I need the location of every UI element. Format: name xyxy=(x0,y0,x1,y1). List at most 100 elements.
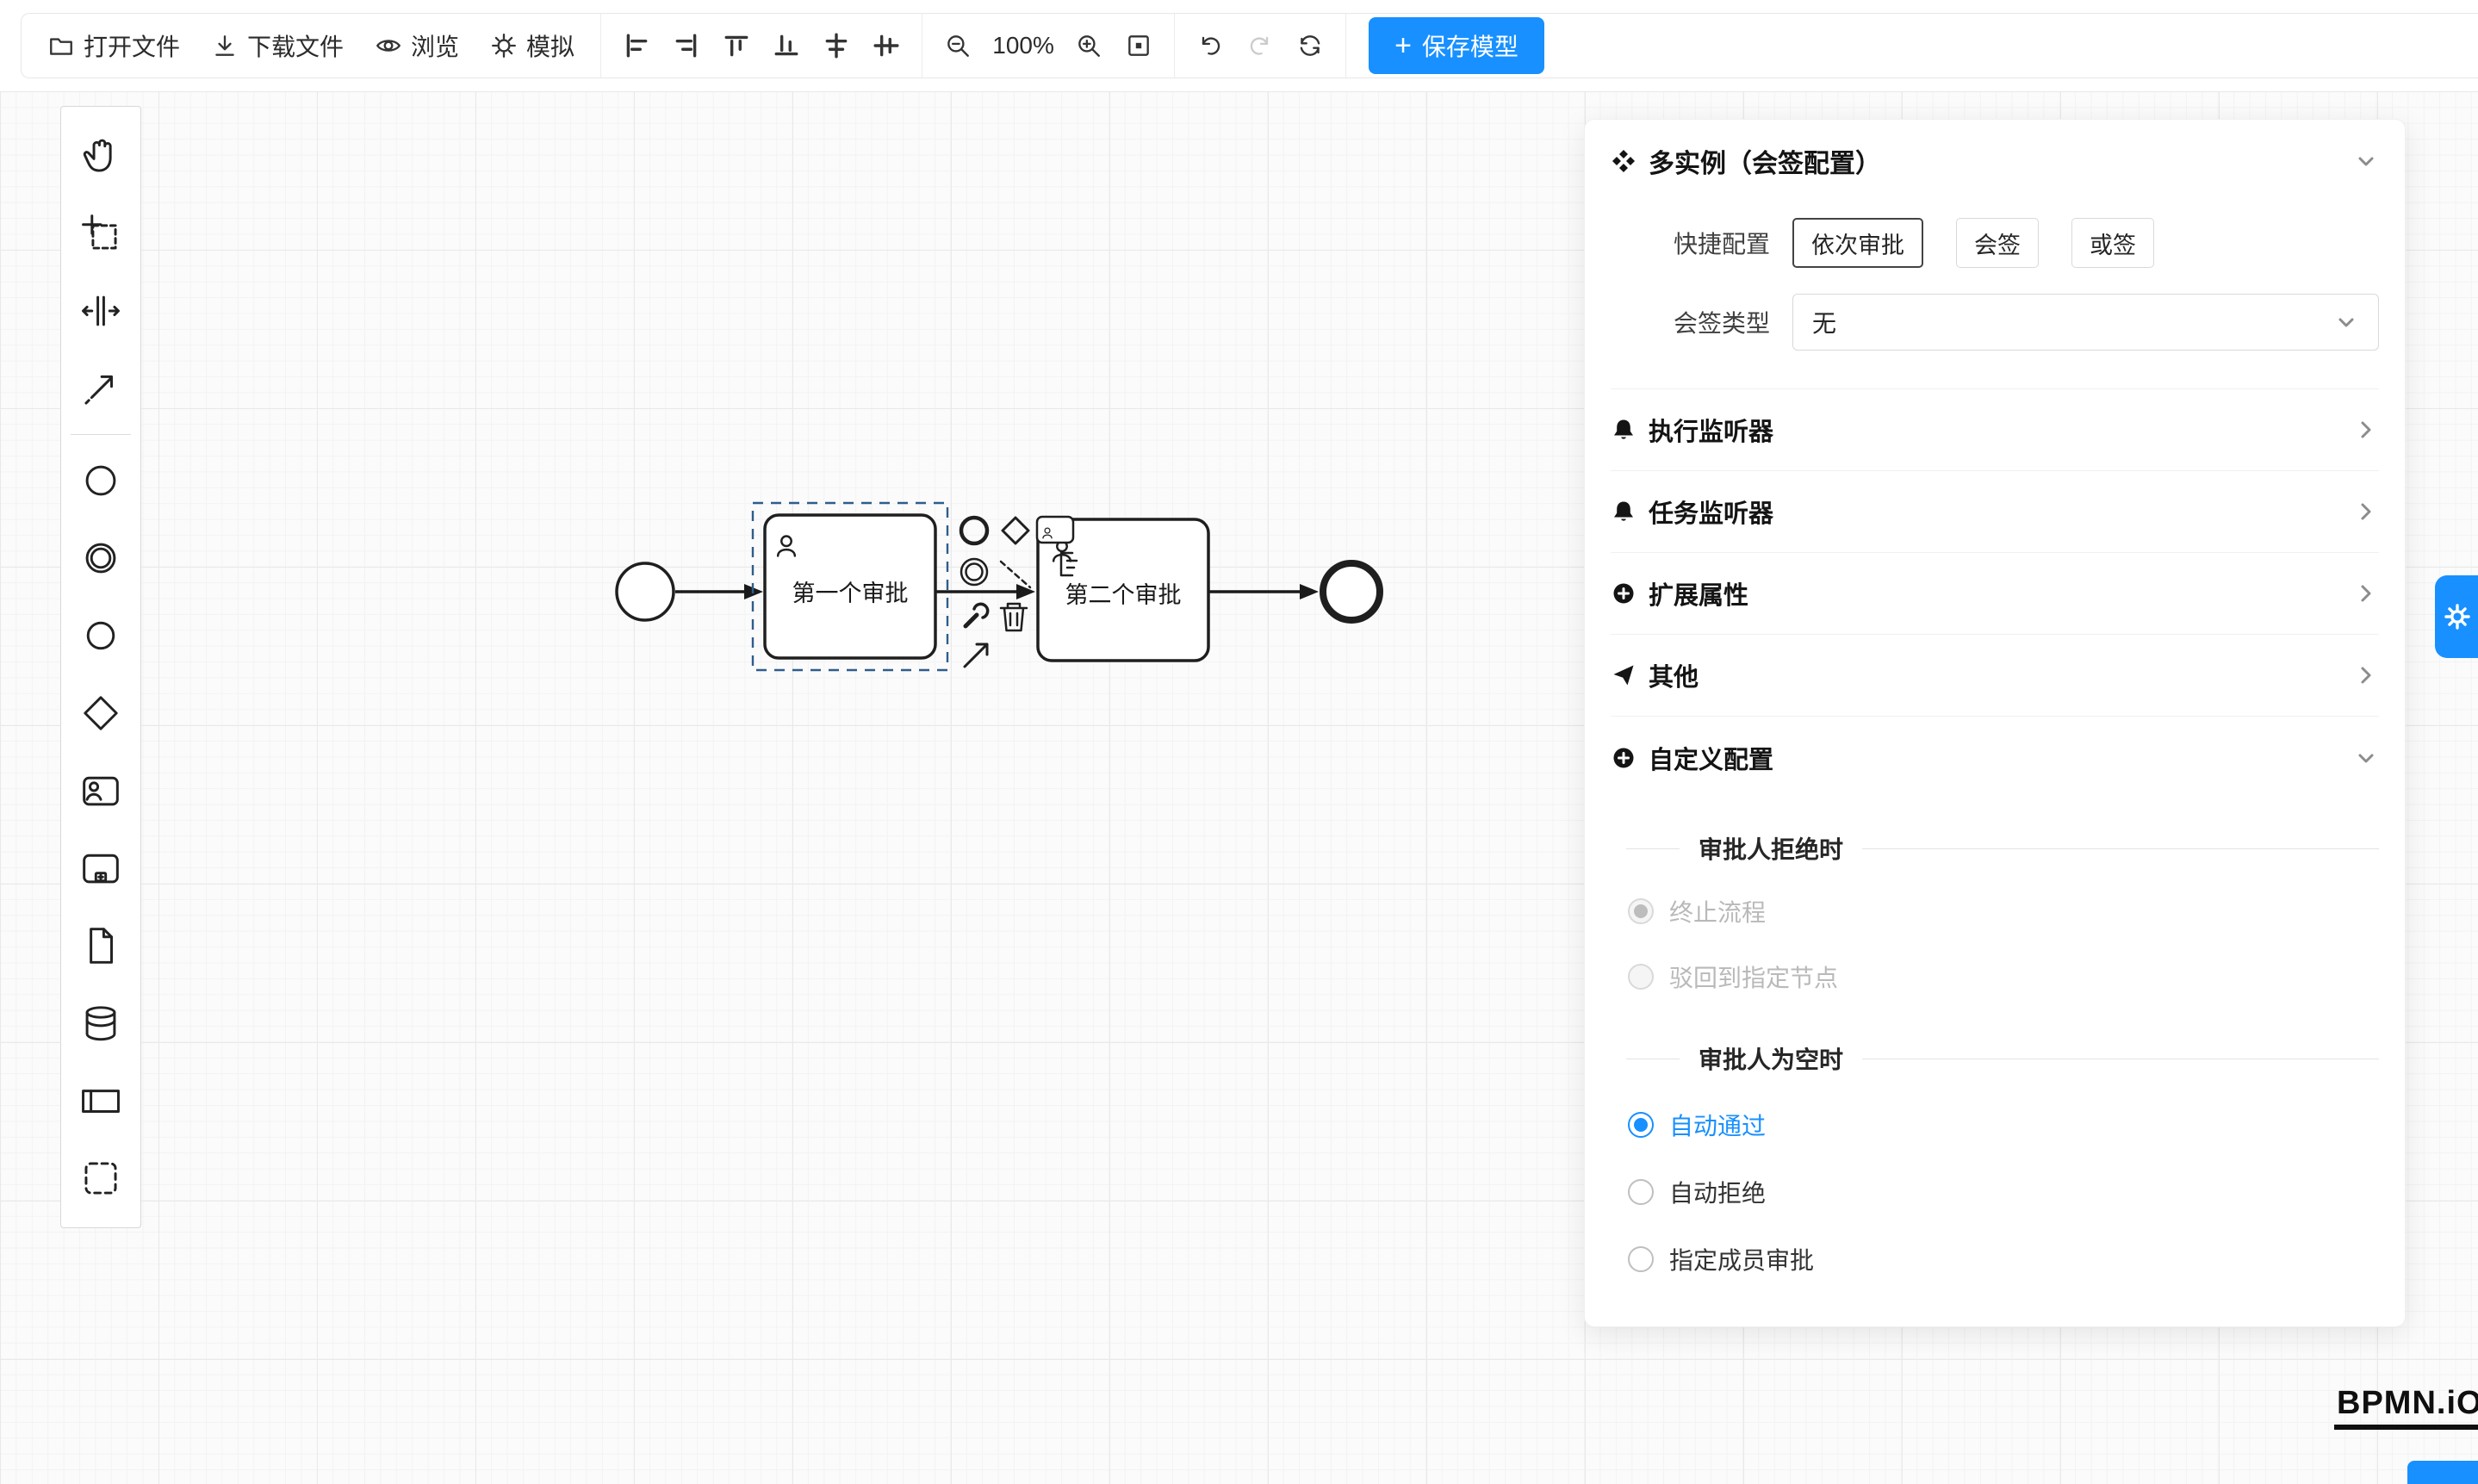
radio-assign-member[interactable]: 指定成员审批 xyxy=(1628,1233,2379,1286)
radio-label: 自动拒绝 xyxy=(1669,1180,1767,1207)
hand-tool[interactable] xyxy=(60,117,141,195)
user-task-1[interactable]: 第一个审批 xyxy=(763,513,937,660)
section-label: 执行监听器 xyxy=(1649,419,1774,446)
create-user-task[interactable] xyxy=(60,752,141,829)
folder-icon xyxy=(50,38,72,55)
settings-tab[interactable] xyxy=(2435,575,2478,658)
radio-terminate-process[interactable]: 终止流程 xyxy=(1628,885,2379,938)
subprocess-icon xyxy=(83,854,119,884)
connect-dashed-icon[interactable] xyxy=(999,560,1032,589)
radio-circle xyxy=(1628,1179,1654,1205)
bpmn-io-watermark[interactable]: BPMN.iO xyxy=(2334,1385,2478,1430)
sequence-flow-2[interactable] xyxy=(935,584,1035,599)
download-icon xyxy=(215,35,234,56)
preview-label: 浏览 xyxy=(411,34,460,60)
align-center-button[interactable] xyxy=(811,18,861,73)
chevron-down-icon xyxy=(2338,318,2354,327)
create-subprocess[interactable] xyxy=(60,829,141,907)
sequence-flow-1[interactable] xyxy=(675,584,763,599)
open-file-button[interactable]: 打开文件 xyxy=(32,18,196,73)
gear-icon xyxy=(492,34,517,58)
zoom-out-button[interactable] xyxy=(933,18,983,73)
task1-label: 第一个审批 xyxy=(792,581,909,606)
redo-icon xyxy=(1250,36,1269,55)
user-task-2[interactable]: 第二个审批 xyxy=(1036,518,1210,662)
create-intermediate-event[interactable] xyxy=(60,519,141,597)
align-left-button[interactable] xyxy=(612,18,661,73)
fit-viewport-button[interactable] xyxy=(1114,18,1164,73)
simulate-button[interactable]: 模拟 xyxy=(475,18,590,73)
append-task-icon[interactable] xyxy=(1035,515,1075,544)
zoom-in-icon xyxy=(1078,35,1100,57)
create-end-event[interactable] xyxy=(60,597,141,674)
gateway-icon xyxy=(84,696,118,730)
trash-icon[interactable] xyxy=(999,602,1028,632)
wrench-icon[interactable] xyxy=(963,602,990,629)
task2-label: 第二个审批 xyxy=(1065,582,1182,608)
section-extended-properties[interactable]: 扩展属性 xyxy=(1611,553,2379,635)
radio-auto-reject[interactable]: 自动拒绝 xyxy=(1628,1165,2379,1219)
radio-circle xyxy=(1628,1246,1654,1272)
append-intermediate-event-icon[interactable] xyxy=(960,557,989,587)
create-data-store[interactable] xyxy=(60,984,141,1062)
radio-auto-pass[interactable]: 自动通过 xyxy=(1628,1098,2379,1152)
create-start-event[interactable] xyxy=(60,442,141,519)
align-middle-button[interactable] xyxy=(861,18,911,73)
history-group xyxy=(1175,14,1347,78)
section-label: 任务监听器 xyxy=(1649,500,1774,528)
append-gateway-icon[interactable] xyxy=(1001,516,1030,545)
bell-icon xyxy=(1614,419,1633,439)
zoom-level: 100% xyxy=(992,32,1054,59)
radio-return-to-node[interactable]: 驳回到指定节点 xyxy=(1628,950,2379,1003)
end-event[interactable] xyxy=(1320,560,1383,624)
section-task-listener[interactable]: 任务监听器 xyxy=(1611,471,2379,553)
sign-type-select[interactable]: 无 xyxy=(1792,294,2379,351)
radio-circle xyxy=(1628,898,1654,924)
quick-option-orsign[interactable]: 或签 xyxy=(2071,218,2154,268)
align-right-button[interactable] xyxy=(661,18,711,73)
start-event[interactable] xyxy=(615,562,675,622)
align-group xyxy=(601,14,923,78)
create-group[interactable] xyxy=(60,1139,141,1217)
file-icon xyxy=(90,928,113,964)
chevron-down-icon xyxy=(2358,157,2374,166)
sequence-flow-3[interactable] xyxy=(1208,584,1319,599)
redo-button[interactable] xyxy=(1235,18,1285,73)
create-participant[interactable] xyxy=(60,1062,141,1139)
chevron-right-icon xyxy=(2361,667,2371,684)
create-data-object[interactable] xyxy=(60,907,141,984)
section-custom-config[interactable]: 自定义配置 xyxy=(1611,717,2379,798)
section-execution-listener[interactable]: 执行监听器 xyxy=(1611,389,2379,471)
radio-label: 自动通过 xyxy=(1669,1113,1767,1139)
align-top-button[interactable] xyxy=(711,18,761,73)
global-connect-tool[interactable] xyxy=(60,350,141,427)
corner-action-box[interactable] xyxy=(2407,1461,2478,1484)
lasso-tool[interactable] xyxy=(60,195,141,272)
chevron-right-icon xyxy=(2361,421,2371,438)
zoom-out-icon xyxy=(947,35,969,57)
append-end-event-icon[interactable] xyxy=(959,515,990,546)
preview-button[interactable]: 浏览 xyxy=(359,18,475,73)
save-model-button[interactable]: + 保存模型 xyxy=(1369,17,1544,74)
multi-instance-header[interactable]: 多实例（会签配置） xyxy=(1611,120,2379,202)
quick-option-sequential[interactable]: 依次审批 xyxy=(1792,218,1923,268)
download-file-label: 下载文件 xyxy=(247,34,345,60)
undo-button[interactable] xyxy=(1185,18,1235,73)
section-other[interactable]: 其他 xyxy=(1611,635,2379,717)
zoom-in-button[interactable] xyxy=(1064,18,1114,73)
tool-palette xyxy=(60,106,141,1228)
create-gateway[interactable] xyxy=(60,674,141,752)
align-bottom-button[interactable] xyxy=(761,18,811,73)
simulate-label: 模拟 xyxy=(526,34,575,60)
align-top-icon xyxy=(724,35,748,57)
reject-group-title: 审批人拒绝时 xyxy=(1626,824,2379,872)
space-tool[interactable] xyxy=(60,272,141,350)
top-toolbar: 打开文件 下载文件 浏览 模拟 xyxy=(0,0,2478,91)
connect-arrow-icon[interactable] xyxy=(963,643,989,668)
refresh-button[interactable] xyxy=(1285,18,1335,73)
download-file-button[interactable]: 下载文件 xyxy=(196,18,359,73)
quick-option-countersign[interactable]: 会签 xyxy=(1956,218,2039,268)
text-annotation-icon[interactable] xyxy=(1059,551,1078,577)
lasso-icon xyxy=(82,214,117,250)
save-model-label: 保存模型 xyxy=(1421,34,1518,60)
